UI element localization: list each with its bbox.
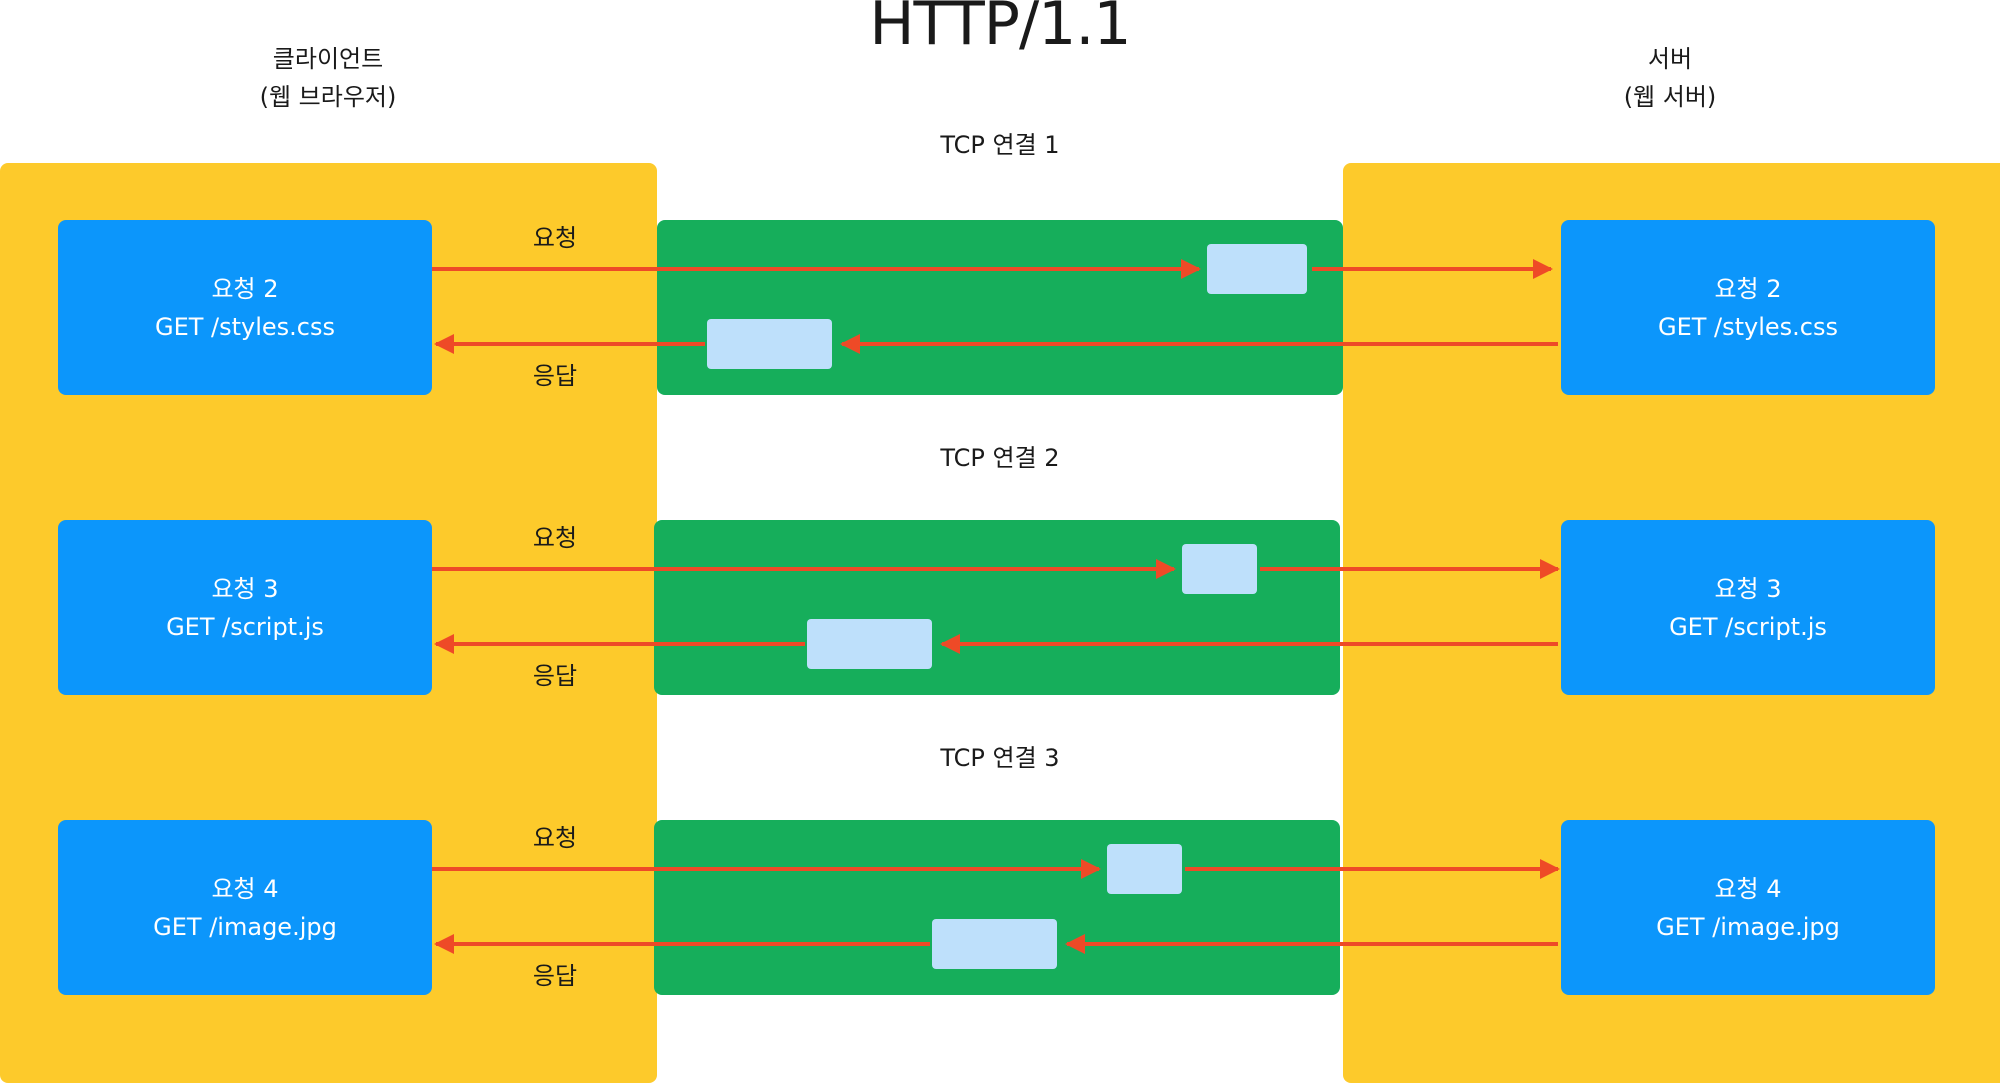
request-packet	[1107, 844, 1182, 894]
response-arrow-label: 응답	[532, 362, 578, 390]
request-packet	[1207, 244, 1307, 294]
request-title: 요청 2	[1714, 274, 1782, 303]
tcp-connection-label: TCP 연결 3	[940, 744, 1060, 772]
request-arrow-label: 요청	[532, 824, 578, 852]
client-request-box: 요청 4 GET /image.jpg	[58, 820, 432, 995]
client-request-box: 요청 3 GET /script.js	[58, 520, 432, 695]
server-request-box: 요청 2 GET /styles.css	[1561, 220, 1935, 395]
request-path: GET /image.jpg	[153, 912, 337, 941]
response-arrow-label: 응답	[532, 962, 578, 990]
request-arrow-label: 요청	[532, 224, 578, 252]
request-title: 요청 4	[1714, 874, 1782, 903]
server-request-box: 요청 3 GET /script.js	[1561, 520, 1935, 695]
client-label: 클라이언트 (웹 브라우저)	[128, 40, 528, 116]
request-title: 요청 4	[211, 874, 279, 903]
request-arrow-label: 요청	[532, 524, 578, 552]
response-packet	[932, 919, 1057, 969]
request-title: 요청 3	[1714, 574, 1782, 603]
server-request-box: 요청 4 GET /image.jpg	[1561, 820, 1935, 995]
request-title: 요청 3	[211, 574, 279, 603]
request-path: GET /styles.css	[1657, 312, 1839, 341]
response-packet	[707, 319, 832, 369]
request-title: 요청 2	[211, 274, 279, 303]
client-label-line2: (웹 브라우저)	[259, 83, 397, 111]
server-label-line2: (웹 서버)	[1623, 83, 1717, 111]
request-path: GET /image.jpg	[1656, 912, 1840, 941]
tcp-connection-label: TCP 연결 2	[940, 444, 1060, 472]
client-label-line1: 클라이언트	[272, 45, 384, 73]
response-packet	[807, 619, 932, 669]
request-path: GET /script.js	[1669, 612, 1827, 641]
client-request-box: 요청 2 GET /styles.css	[58, 220, 432, 395]
request-path: GET /styles.css	[154, 312, 336, 341]
tcp-connection-label: TCP 연결 1	[940, 131, 1060, 159]
request-path: GET /script.js	[166, 612, 324, 641]
server-label-line1: 서버	[1647, 45, 1693, 73]
server-label: 서버 (웹 서버)	[1470, 40, 1870, 116]
response-arrow-label: 응답	[532, 662, 578, 690]
diagram-title: HTTP/1.1	[869, 0, 1131, 59]
request-packet	[1182, 544, 1257, 594]
